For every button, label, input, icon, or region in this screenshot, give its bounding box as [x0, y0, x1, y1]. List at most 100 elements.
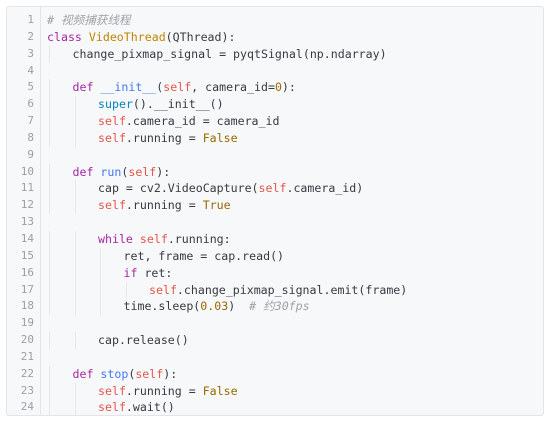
- code-token: class: [47, 29, 89, 44]
- indent-guide: [100, 247, 101, 265]
- line-number: 7: [27, 114, 34, 128]
- line-number: 17: [20, 282, 34, 296]
- code-token: self: [163, 80, 192, 95]
- code-token: (: [156, 80, 164, 95]
- indent-guide: [49, 197, 50, 215]
- line-number: 1: [27, 13, 34, 26]
- line-number: 21: [20, 349, 34, 363]
- code-token: (: [128, 366, 136, 381]
- indent-guide: [74, 230, 76, 248]
- code-token: ret:: [144, 265, 173, 280]
- indent-guide: [49, 96, 50, 114]
- code-token: .running =: [125, 198, 203, 213]
- indent-guide: [49, 399, 50, 415]
- code-token: False: [202, 383, 238, 398]
- code-token: ): [228, 299, 250, 314]
- code-token: cap = cv2.VideoCapture(: [98, 181, 259, 196]
- code-token: ):: [156, 164, 171, 179]
- line-number: 2: [27, 29, 34, 43]
- code-text: # 视频捕获线程: [47, 12, 131, 29]
- line-number: 22: [20, 366, 34, 380]
- code-token: VideoThread: [88, 29, 166, 44]
- indent-guide: [49, 332, 50, 349]
- code-token: True: [202, 198, 231, 213]
- indent-guide: [49, 264, 50, 282]
- code-text: class VideoThread(QThread):: [47, 29, 235, 46]
- code-token: (QThread):: [165, 29, 236, 44]
- line-number: 9: [27, 147, 34, 161]
- indent-guide: [100, 281, 101, 299]
- code-token: super: [98, 97, 133, 112]
- line-number: 3: [27, 46, 34, 60]
- line-number: 20: [20, 333, 34, 347]
- code-token: time.sleep(: [123, 299, 201, 314]
- indent-guide: [49, 113, 50, 130]
- code-line[interactable]: 12 self.running = True: [7, 197, 543, 215]
- indent-guide: [74, 96, 76, 114]
- code-token: # 视频捕获线程: [47, 13, 131, 27]
- code-line[interactable]: 3 change_pixmap_signal = pyqtSignal(np.nd…: [7, 45, 543, 63]
- code-line[interactable]: 1 # 视频捕获线程: [7, 12, 543, 29]
- code-token: ):: [163, 366, 178, 381]
- code-token: __init__: [100, 80, 157, 95]
- code-token: def: [72, 366, 101, 381]
- indent-guide: [74, 180, 76, 198]
- code-line[interactable]: 5 def __init__(self, camera_id=0):: [7, 79, 543, 97]
- code-line[interactable]: 6 super().__init__(): [7, 96, 543, 114]
- code-line[interactable]: 4: [7, 63, 543, 80]
- code-text: def stop(self):: [73, 366, 178, 383]
- line-number: 12: [20, 198, 34, 212]
- code-token: ret, frame = cap.read(): [123, 248, 285, 263]
- code-token: ):: [281, 80, 296, 95]
- code-token: .running =: [125, 383, 203, 398]
- code-line[interactable]: 21: [7, 349, 543, 366]
- code-lines[interactable]: 1 # 视频捕获线程 2 class VideoThread(QThread): 3 ch…: [7, 12, 543, 415]
- code-line[interactable]: 2 class VideoThread(QThread):: [7, 29, 543, 46]
- code-token: self: [98, 198, 126, 213]
- code-token: , camera_id=: [191, 80, 275, 95]
- code-line[interactable]: 22 def stop(self):: [7, 365, 543, 383]
- indent-guide: [125, 281, 127, 299]
- code-text: def __init__(self, camera_id=0):: [73, 79, 296, 96]
- code-line[interactable]: 9: [7, 147, 543, 164]
- code-line[interactable]: 13: [7, 214, 543, 231]
- code-text: def run(self):: [73, 164, 171, 181]
- code-text: ret, frame = cap.read(): [124, 248, 285, 265]
- line-number: 5: [27, 80, 34, 94]
- line-number: 14: [20, 231, 34, 245]
- code-block[interactable]: 1 # 视频捕获线程 2 class VideoThread(QThread): 3 ch…: [6, 6, 544, 416]
- code-token: self: [139, 231, 168, 246]
- code-token: self: [135, 366, 164, 381]
- code-token: ().__init__(): [132, 97, 224, 112]
- code-token: run: [100, 164, 122, 179]
- indent-guide: [74, 264, 76, 282]
- code-token: 0: [274, 80, 282, 95]
- line-number: 6: [27, 97, 34, 111]
- code-token: if: [123, 265, 145, 280]
- code-text: cap = cv2.VideoCapture(self.camera_id): [98, 180, 363, 197]
- indent-guide: [74, 197, 76, 215]
- code-text: super().__init__(): [98, 96, 224, 113]
- indent-guide: [49, 298, 50, 316]
- code-text: change_pixmap_signal = pyqtSignal(np.nda…: [73, 46, 387, 63]
- code-line[interactable]: 19: [7, 315, 543, 332]
- indent-guide: [49, 129, 50, 147]
- code-token: self: [98, 114, 126, 129]
- code-token: self: [98, 383, 126, 398]
- indent-guide: [74, 247, 76, 265]
- indent-guide: [74, 129, 76, 147]
- code-token: .running =: [125, 130, 203, 145]
- code-token: # 约30fps: [249, 299, 310, 314]
